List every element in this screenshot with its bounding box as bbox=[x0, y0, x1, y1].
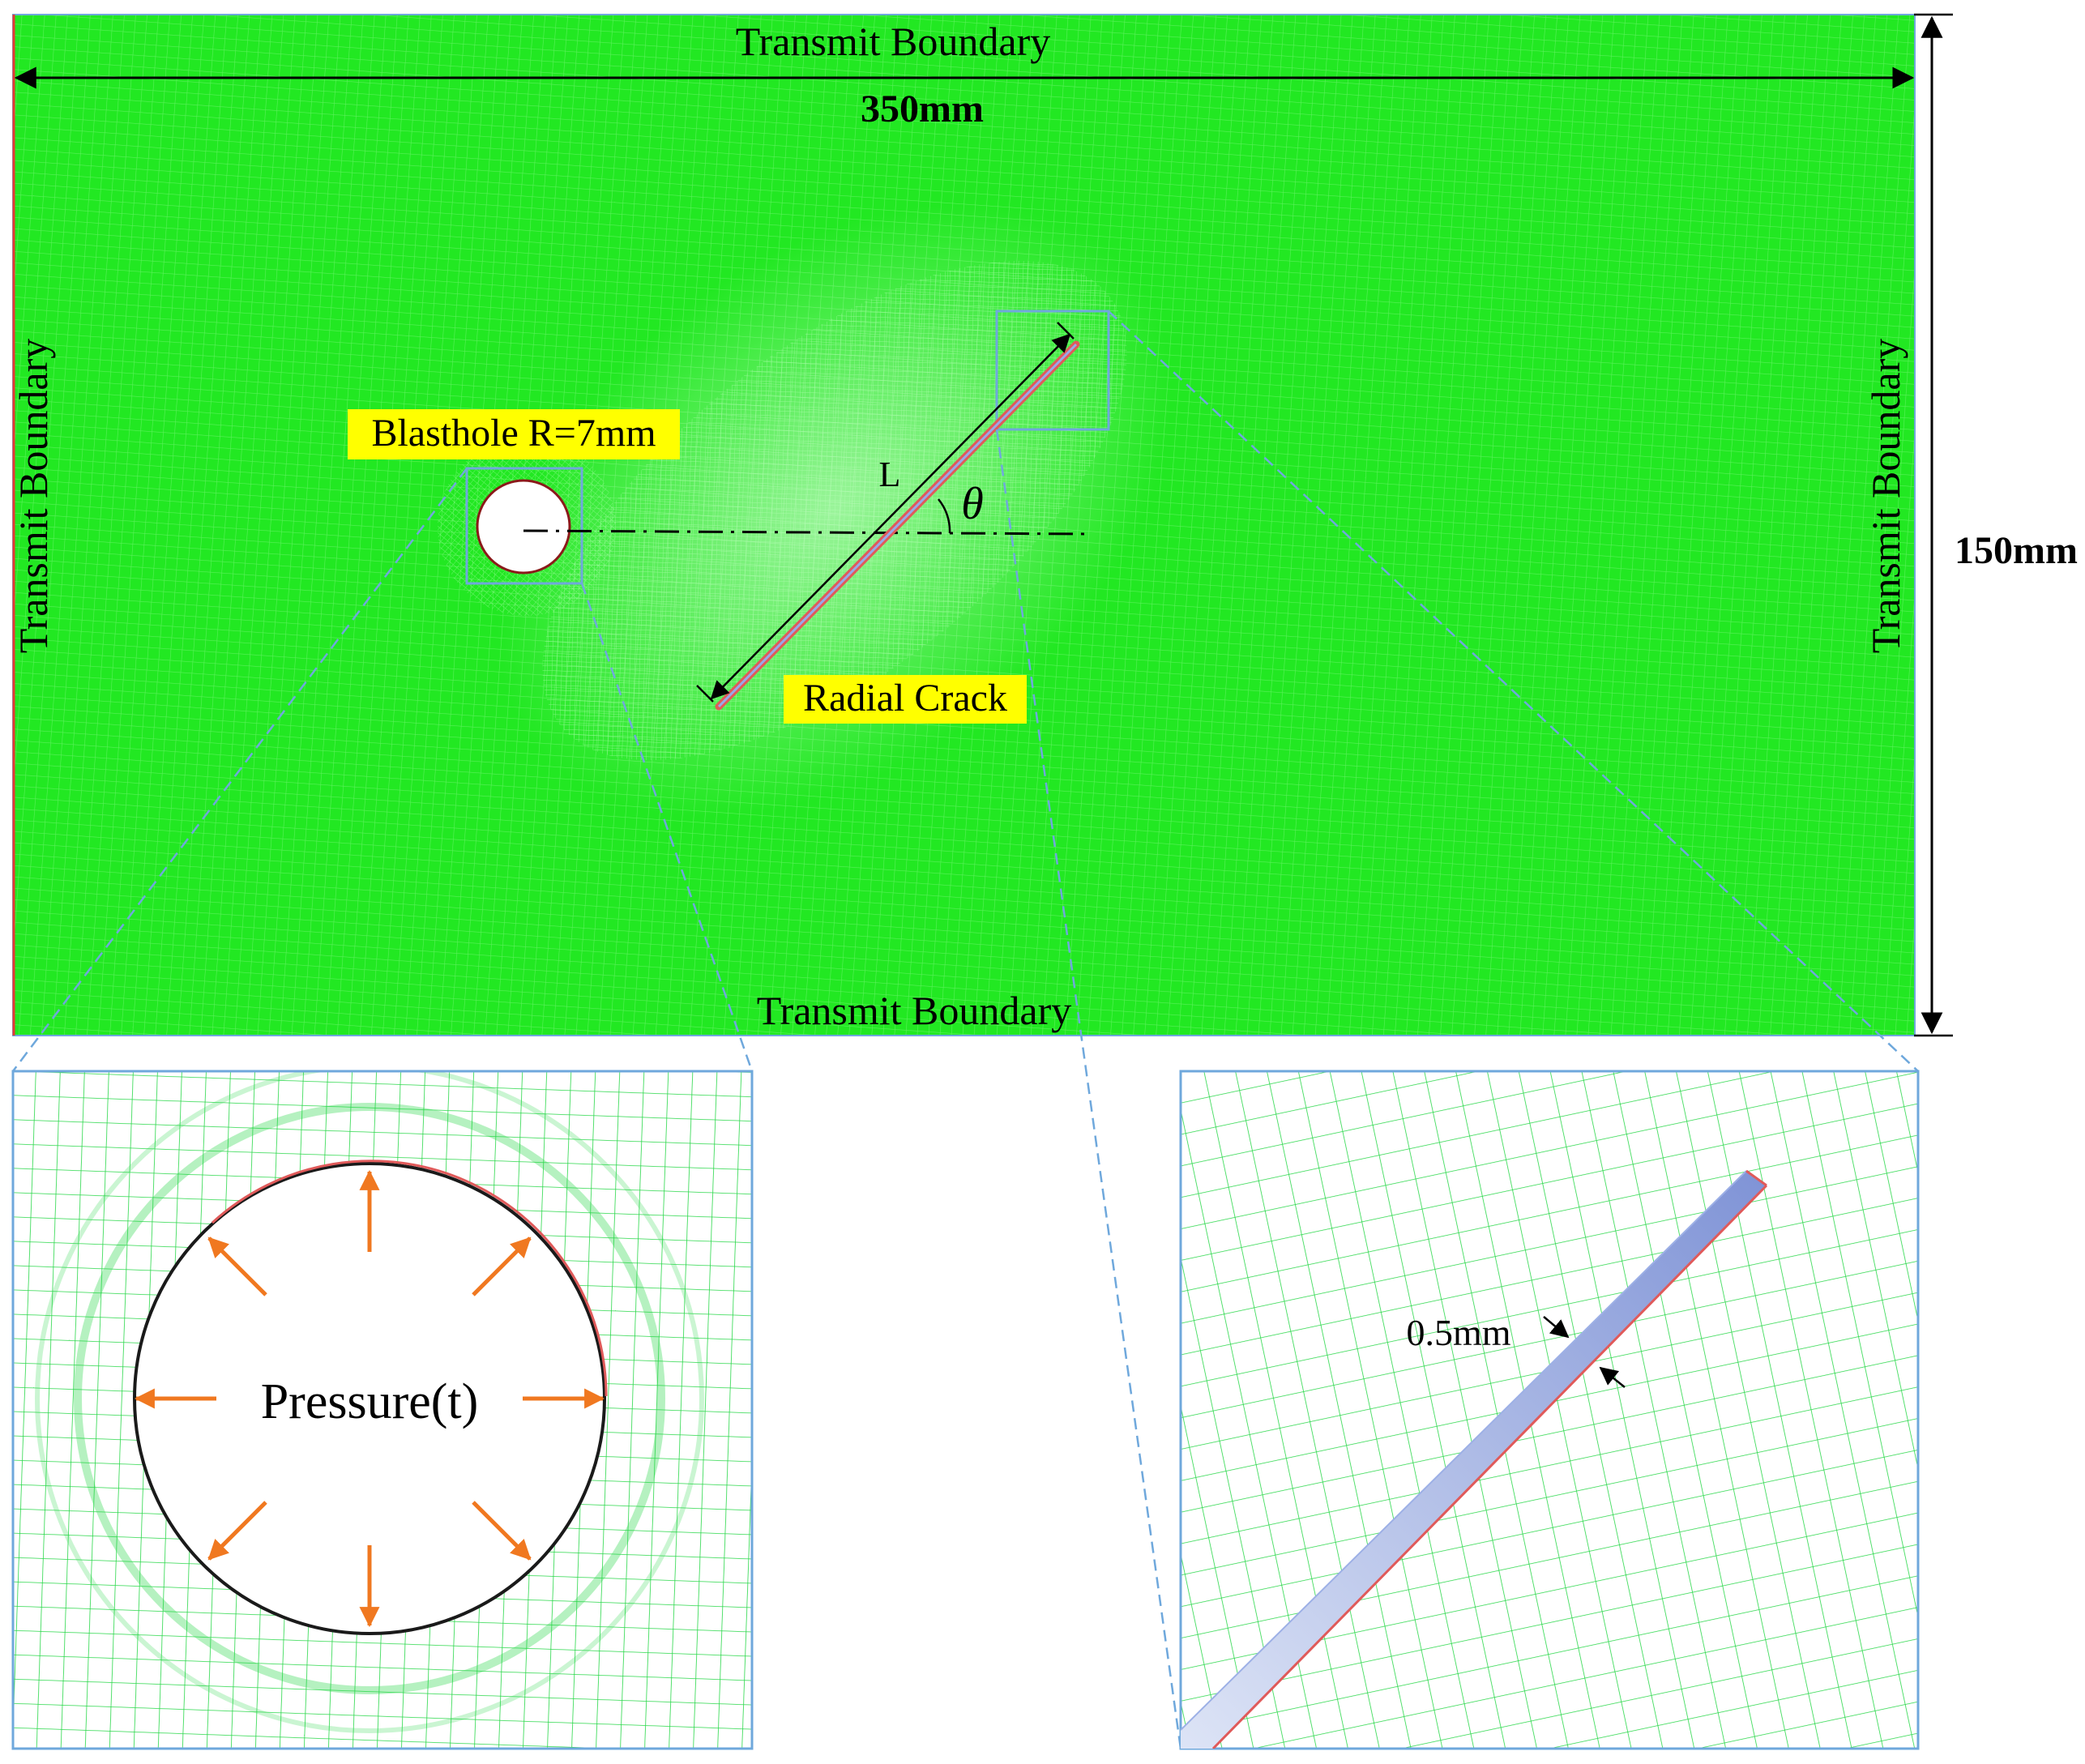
width-dimension-label: 350mm bbox=[861, 88, 984, 130]
crack-label-bg bbox=[784, 675, 1027, 724]
top-boundary-label: Transmit Boundary bbox=[736, 19, 1050, 64]
left-boundary-label: Transmit Boundary bbox=[11, 339, 56, 653]
arrow-icon bbox=[472, 1501, 532, 1561]
height-dimension: 150mm bbox=[1914, 13, 2078, 1037]
blasthole-zoom-panel: Pressure(t) bbox=[11, 1070, 754, 1750]
arrow-icon bbox=[1599, 1366, 1626, 1388]
radial-crack: L θ Radial Crack bbox=[696, 310, 1110, 724]
crack-label: Radial Crack bbox=[803, 677, 1007, 720]
crack-zoom-panel: 0.5mm bbox=[1179, 1070, 1920, 1750]
crack-width-label: 0.5mm bbox=[1406, 1312, 1510, 1353]
blasthole-label: Blasthole R=7mm bbox=[371, 412, 656, 455]
pressure-label: Pressure(t) bbox=[261, 1374, 479, 1429]
crack-length-label: L bbox=[879, 455, 901, 494]
pressure-arrows bbox=[134, 1169, 605, 1628]
angle-arc bbox=[938, 498, 951, 534]
crack-strip bbox=[1181, 1171, 1767, 1749]
bottom-boundary-label: Transmit Boundary bbox=[757, 988, 1071, 1033]
zoom-connectors bbox=[12, 310, 1919, 1749]
angle-label: θ bbox=[961, 479, 984, 529]
arrow-icon bbox=[1543, 1316, 1570, 1339]
blasthole-zoom-frame bbox=[465, 467, 583, 585]
blasthole-circle bbox=[476, 479, 571, 574]
right-boundary-label: Transmit Boundary bbox=[1863, 339, 1908, 653]
width-dimension: 350mm bbox=[14, 66, 1915, 130]
arrow-icon bbox=[207, 1237, 267, 1296]
height-dimension-label: 150mm bbox=[1955, 529, 2078, 572]
double-arrow-icon bbox=[710, 333, 1071, 700]
blasthole: Blasthole R=7mm bbox=[348, 409, 680, 585]
arrow-icon bbox=[472, 1237, 532, 1296]
arrow-icon bbox=[207, 1501, 267, 1561]
blasthole-label-bg bbox=[348, 409, 680, 459]
